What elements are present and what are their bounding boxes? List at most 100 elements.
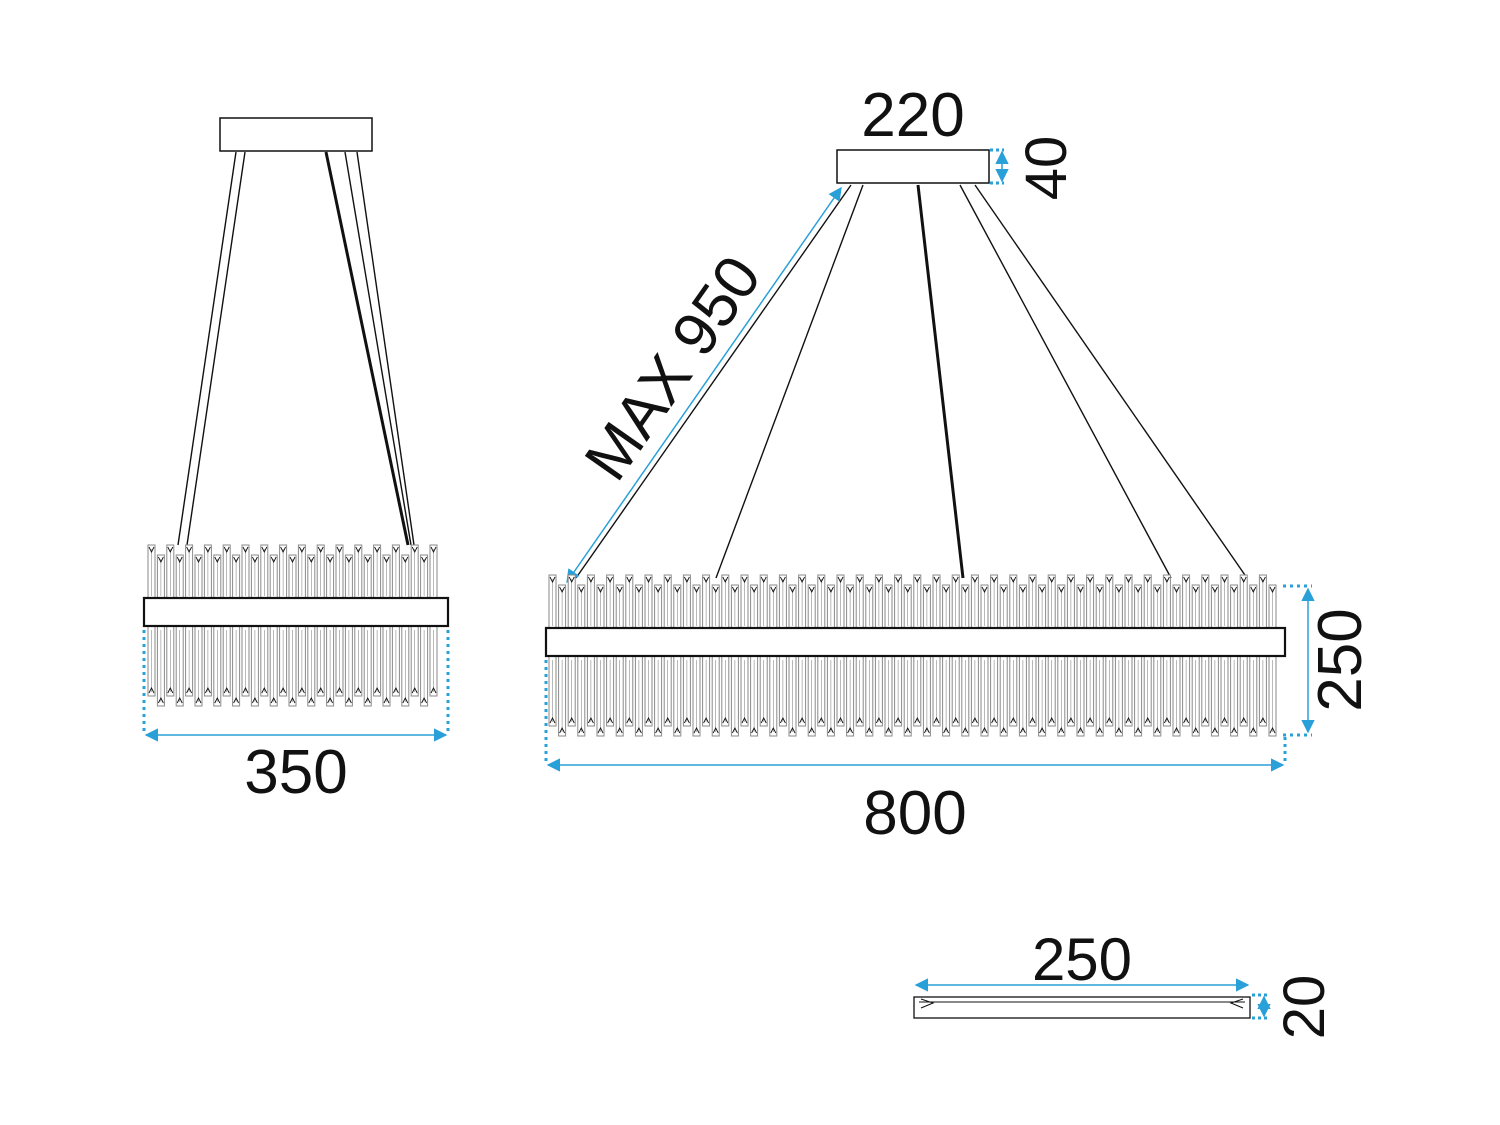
crystal-rod [730,655,739,737]
crystal-rod [980,655,989,737]
crystal-rod [663,574,672,631]
crystal-rod [297,625,306,697]
crystal-rod [634,655,643,737]
crystal-rod [682,655,691,727]
crystal-rod [1182,574,1191,631]
crystal-rod [1191,655,1200,737]
crystal-rod [260,625,269,697]
crystal-rod [1153,655,1162,737]
crystal-rod [644,574,653,631]
crystal-rod [326,625,335,707]
crystal-rod [354,544,363,601]
crystal-rod [1086,574,1095,631]
crystal-rod [307,625,316,707]
crystal-rod [759,574,768,631]
crystal-rod [429,625,438,697]
crystal-rod [1076,655,1085,737]
crystal-rod [1268,584,1277,631]
crystal-rod [1249,584,1258,631]
crystal-rod [1095,655,1104,737]
crystal-rod [798,655,807,727]
crystal-rod [326,554,335,601]
crystal-rod [1009,574,1018,631]
crystal-rod [335,544,344,601]
crystal-rod [429,544,438,601]
crystal-thickness-label: 20 [1272,975,1337,1040]
crystal-rod [903,584,912,631]
crystal-rod [307,554,316,601]
crystal-rod [1201,574,1210,631]
crystal-rod [203,544,212,601]
crystal-rod [175,554,184,601]
side-led-ring [142,596,450,628]
crystal-rod [884,584,893,631]
crystal-rod [1239,655,1248,727]
crystal-rod [250,625,259,707]
crystal-rod [1066,655,1075,727]
crystal-rod [316,625,325,697]
crystal-rod [269,554,278,601]
crystal-rod [410,544,419,601]
crystal-rod [1134,584,1143,631]
crystal-rod [185,625,194,697]
crystal-rod [788,584,797,631]
crystal-rod [1191,584,1200,631]
crystal-rod [1162,655,1171,727]
crystal-rod [401,554,410,601]
crystal-rod [335,625,344,697]
crystal-rod [692,655,701,737]
crystal-rod [391,625,400,697]
crystal-rod [778,655,787,727]
crystal-rod [156,554,165,601]
crystal-rod [836,574,845,631]
crystal-rod [922,655,931,737]
crystal-rod [1210,655,1219,737]
crystal-rod [1143,574,1152,631]
crystal-rod [558,584,567,631]
crystal-rod [913,574,922,631]
crystal-rod [615,655,624,737]
crystal-rod [884,655,893,737]
crystal-rod [654,655,663,737]
crystal-rod [1239,574,1248,631]
crystal-rod [1210,584,1219,631]
crystal-rod [999,655,1008,737]
crystal-rod [401,625,410,707]
crystal-rod [222,625,231,697]
crystal-rod [1038,655,1047,737]
crystal-rod [1172,655,1181,737]
crystal-rod [673,655,682,737]
crystal-rod [316,544,325,601]
crystal-rod [740,655,749,727]
crystal-rod [1134,655,1143,737]
crystal-rod [932,655,941,727]
crystal-rod [1076,584,1085,631]
canopy-width-label: 220 [861,81,964,150]
side-width-dimension [142,630,450,742]
crystal-rod [750,655,759,737]
crystal-rod [147,625,156,697]
crystal-rod [391,544,400,601]
crystal-rod [788,655,797,737]
canopy-height-dimension [990,148,1009,185]
crystal-rod [778,574,787,631]
crystal-rod [1268,655,1277,737]
crystal-rod [548,655,557,727]
crystal-rod [232,554,241,601]
crystal-rod [213,625,222,707]
crystal-rod [1258,655,1267,727]
side-width-label: 350 [244,738,347,807]
crystal-rod [567,574,576,631]
crystal-rod [855,574,864,631]
crystal-rod [1105,655,1114,727]
crystal-rod [769,584,778,631]
crystal-rod [711,584,720,631]
crystal-rod [1162,574,1171,631]
crystal-rod [297,544,306,601]
side-canopy [219,117,373,152]
crystal-rod [692,584,701,631]
crystal-rod [999,584,1008,631]
crystal-rod [807,584,816,631]
crystal-rod [932,574,941,631]
